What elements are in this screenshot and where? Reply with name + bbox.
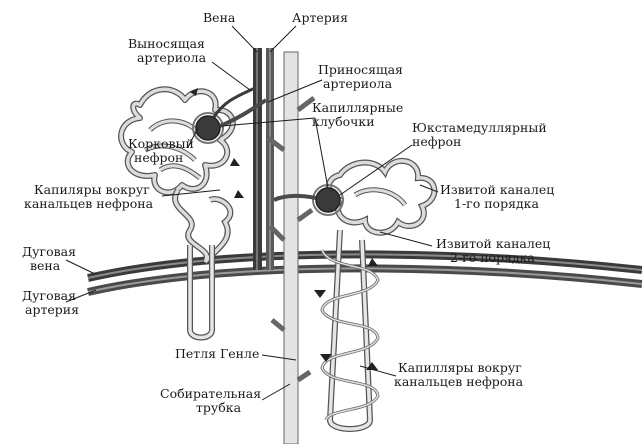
collecting-duct	[266, 51, 316, 444]
cortical-nephron	[118, 86, 268, 341]
label-distal: Извитой каналец	[436, 236, 550, 251]
label-afferent-2: артериола	[323, 76, 393, 91]
label-glomeruli-2: клубочки	[312, 114, 375, 129]
label-collecting: Собирательная	[160, 386, 261, 401]
label-arcuate-vein: Дуговая	[22, 244, 76, 259]
label-capillaries-top-2: канальцев нефрона	[24, 196, 154, 211]
label-collecting-2: трубка	[196, 400, 242, 415]
label-henle: Петля Генле	[175, 346, 259, 361]
label-glomeruli: Капиллярные	[312, 100, 403, 115]
label-juxta: Юкстамедуллярный	[412, 120, 547, 135]
juxta-glomerulus	[315, 187, 341, 213]
leader-lines	[65, 25, 439, 401]
label-arcuate-vein-2: вена	[30, 258, 61, 273]
label-vein: Вена	[203, 10, 236, 25]
interlobular-vessels	[253, 48, 274, 270]
label-cortical-2: нефрон	[134, 150, 183, 165]
label-efferent-2: артериола	[137, 50, 207, 65]
label-afferent: Приносящая	[318, 62, 403, 77]
label-capillaries-bottom-2: канальцев нефрона	[394, 374, 524, 389]
label-efferent: Выносящая	[128, 36, 205, 51]
label-arcuate-artery-2: артерия	[25, 302, 79, 317]
label-capillaries-bottom: Капилляры вокруг	[398, 360, 522, 375]
juxtamedullary-nephron	[273, 157, 438, 432]
label-proximal: Извитой каналец	[440, 182, 554, 197]
label-arcuate-artery: Дуговая	[22, 288, 76, 303]
cortical-glomerulus	[195, 115, 221, 141]
label-artery: Артерия	[292, 10, 348, 25]
label-juxta-2: нефрон	[412, 134, 461, 149]
label-distal-2: 2-го порядка	[450, 250, 535, 265]
label-capillaries-top: Капиляры вокруг	[34, 182, 150, 197]
labels: Вена Артерия Выносящая артериола Принося…	[22, 10, 554, 415]
label-proximal-2: 1-го порядка	[454, 196, 539, 211]
label-cortical: Корковый	[128, 136, 194, 151]
